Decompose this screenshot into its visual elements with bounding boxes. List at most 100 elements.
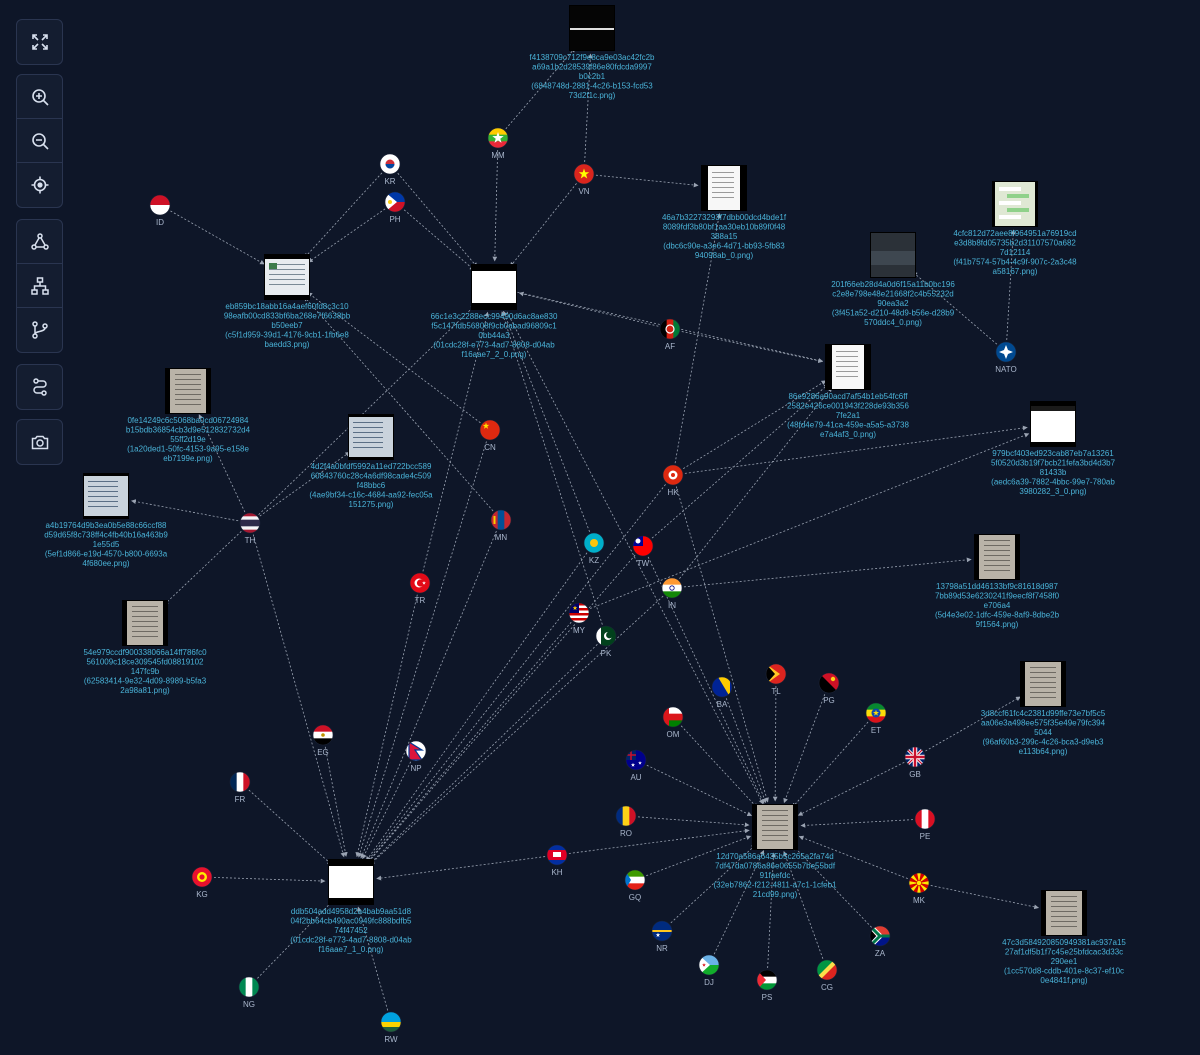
graph-edge	[675, 486, 769, 803]
graph-edge	[509, 183, 577, 268]
country-node-np[interactable]: NP	[405, 740, 427, 773]
image-node-label-line: 5f0520d3b19f7bcb21fefa3bd4d3b7	[991, 459, 1116, 468]
country-node-nr[interactable]: NR	[651, 920, 673, 953]
country-node-au[interactable]: AU	[625, 749, 647, 782]
country-node-pe[interactable]: PE	[914, 808, 936, 841]
country-node-et[interactable]: ET	[865, 702, 887, 735]
country-node-pg[interactable]: PG	[818, 672, 840, 705]
image-node-label-line: 7d12114	[1000, 248, 1031, 257]
image-node-label-line: f5c147fdb56808f9cb0abad96809c1	[431, 322, 557, 331]
country-node-kr[interactable]: KR	[379, 153, 401, 186]
graph-edge	[930, 885, 1040, 910]
fullscreen-button[interactable]	[17, 20, 62, 64]
country-node-id[interactable]: ID	[149, 194, 171, 227]
country-node-tl[interactable]: TL	[765, 663, 787, 696]
country-node-cn[interactable]: CN	[479, 419, 501, 452]
country-node-kz[interactable]: KZ	[583, 532, 605, 565]
country-node-label: CG	[821, 983, 833, 992]
country-node-ps[interactable]: PS	[756, 969, 778, 1002]
force-layout-button[interactable]	[17, 220, 62, 264]
country-node-my[interactable]: MY	[568, 602, 590, 635]
flag-icon-pk	[595, 625, 617, 647]
country-node-kh[interactable]: KH	[546, 844, 568, 877]
country-node-rw[interactable]: RW	[380, 1011, 402, 1044]
graph-edge	[422, 311, 489, 572]
country-node-cg[interactable]: CG	[816, 959, 838, 992]
toolbar-group-layout	[16, 219, 63, 353]
country-node-dj[interactable]: DJ	[698, 954, 720, 987]
flag-icon-tl	[765, 663, 787, 685]
hierarchy-layout-button[interactable]	[17, 264, 62, 308]
country-node-ng[interactable]: NG	[238, 976, 260, 1009]
image-node-label-line: (01cdc28f-e773-4ad7-8808-d04ab	[433, 341, 555, 350]
flag-icon-kg	[191, 866, 213, 888]
center-focus-button[interactable]	[17, 163, 62, 207]
graph-edge	[369, 595, 664, 865]
zoom-out-icon	[31, 132, 49, 150]
country-node-om[interactable]: OM	[662, 706, 684, 739]
country-node-tr[interactable]: TR	[409, 572, 431, 605]
country-node-mn[interactable]: MN	[490, 509, 512, 542]
image-node-label-line: (f41b7574-57b4-4c9f-907c-2a3c48	[953, 258, 1077, 267]
image-node-label-line: f16aae7_1_0.png)	[319, 945, 384, 954]
country-node-ro[interactable]: RO	[615, 805, 637, 838]
graph-edge	[589, 433, 1030, 609]
graph-edge	[366, 484, 666, 862]
country-node-kg[interactable]: KG	[191, 866, 213, 899]
country-node-mk[interactable]: MK	[907, 871, 931, 905]
country-node-za[interactable]: ZA	[869, 925, 891, 958]
country-node-in[interactable]: IN	[661, 577, 683, 610]
country-node-hk[interactable]: HK	[662, 464, 684, 497]
image-node-label-line: baedd3.png)	[265, 340, 310, 349]
country-node-label: TR	[415, 596, 426, 605]
country-node-label: TL	[771, 687, 781, 696]
country-node-eg[interactable]: EG	[312, 724, 334, 757]
image-node-label-line: f4138709c712f9e8ca9e03ac42fc2b	[530, 53, 656, 62]
country-node-pk[interactable]: PK	[595, 625, 617, 658]
country-node-tw[interactable]: TW	[632, 535, 654, 568]
image-node-label-line: 12d70a586a6435b5c265a2fa74d	[716, 852, 833, 861]
country-node-th[interactable]: TH	[239, 512, 261, 545]
screenshot-button[interactable]	[17, 420, 62, 464]
fullscreen-icon	[31, 34, 48, 50]
image-node-label-line: b15bdb36854cb3d9e512832732d4	[126, 426, 251, 435]
zoom-in-button[interactable]	[17, 75, 62, 119]
graph-edge	[680, 725, 758, 809]
country-node-af[interactable]: AF	[659, 318, 681, 351]
country-node-vn[interactable]: VN	[573, 163, 595, 196]
branch-layout-button[interactable]	[17, 308, 62, 352]
zoom-out-button[interactable]	[17, 119, 62, 163]
image-node-label-line: a4b19764d9b3ea0b5e88c66ccf88	[45, 521, 167, 530]
country-node-mm[interactable]: MM	[487, 127, 509, 160]
country-node-fr[interactable]: FR	[229, 771, 251, 804]
image-node-label-line: 0e4841f.png)	[1040, 976, 1087, 985]
country-node-gb[interactable]: GB	[904, 746, 926, 779]
country-node-ba[interactable]: BA	[711, 676, 733, 709]
country-node-label: PG	[823, 696, 835, 705]
graph-edge	[646, 764, 753, 817]
country-node-gq[interactable]: GQ	[624, 869, 646, 902]
path-button[interactable]	[17, 365, 62, 409]
country-node-ph[interactable]: PH	[384, 191, 406, 224]
country-node-nato[interactable]: NATO	[995, 341, 1017, 374]
